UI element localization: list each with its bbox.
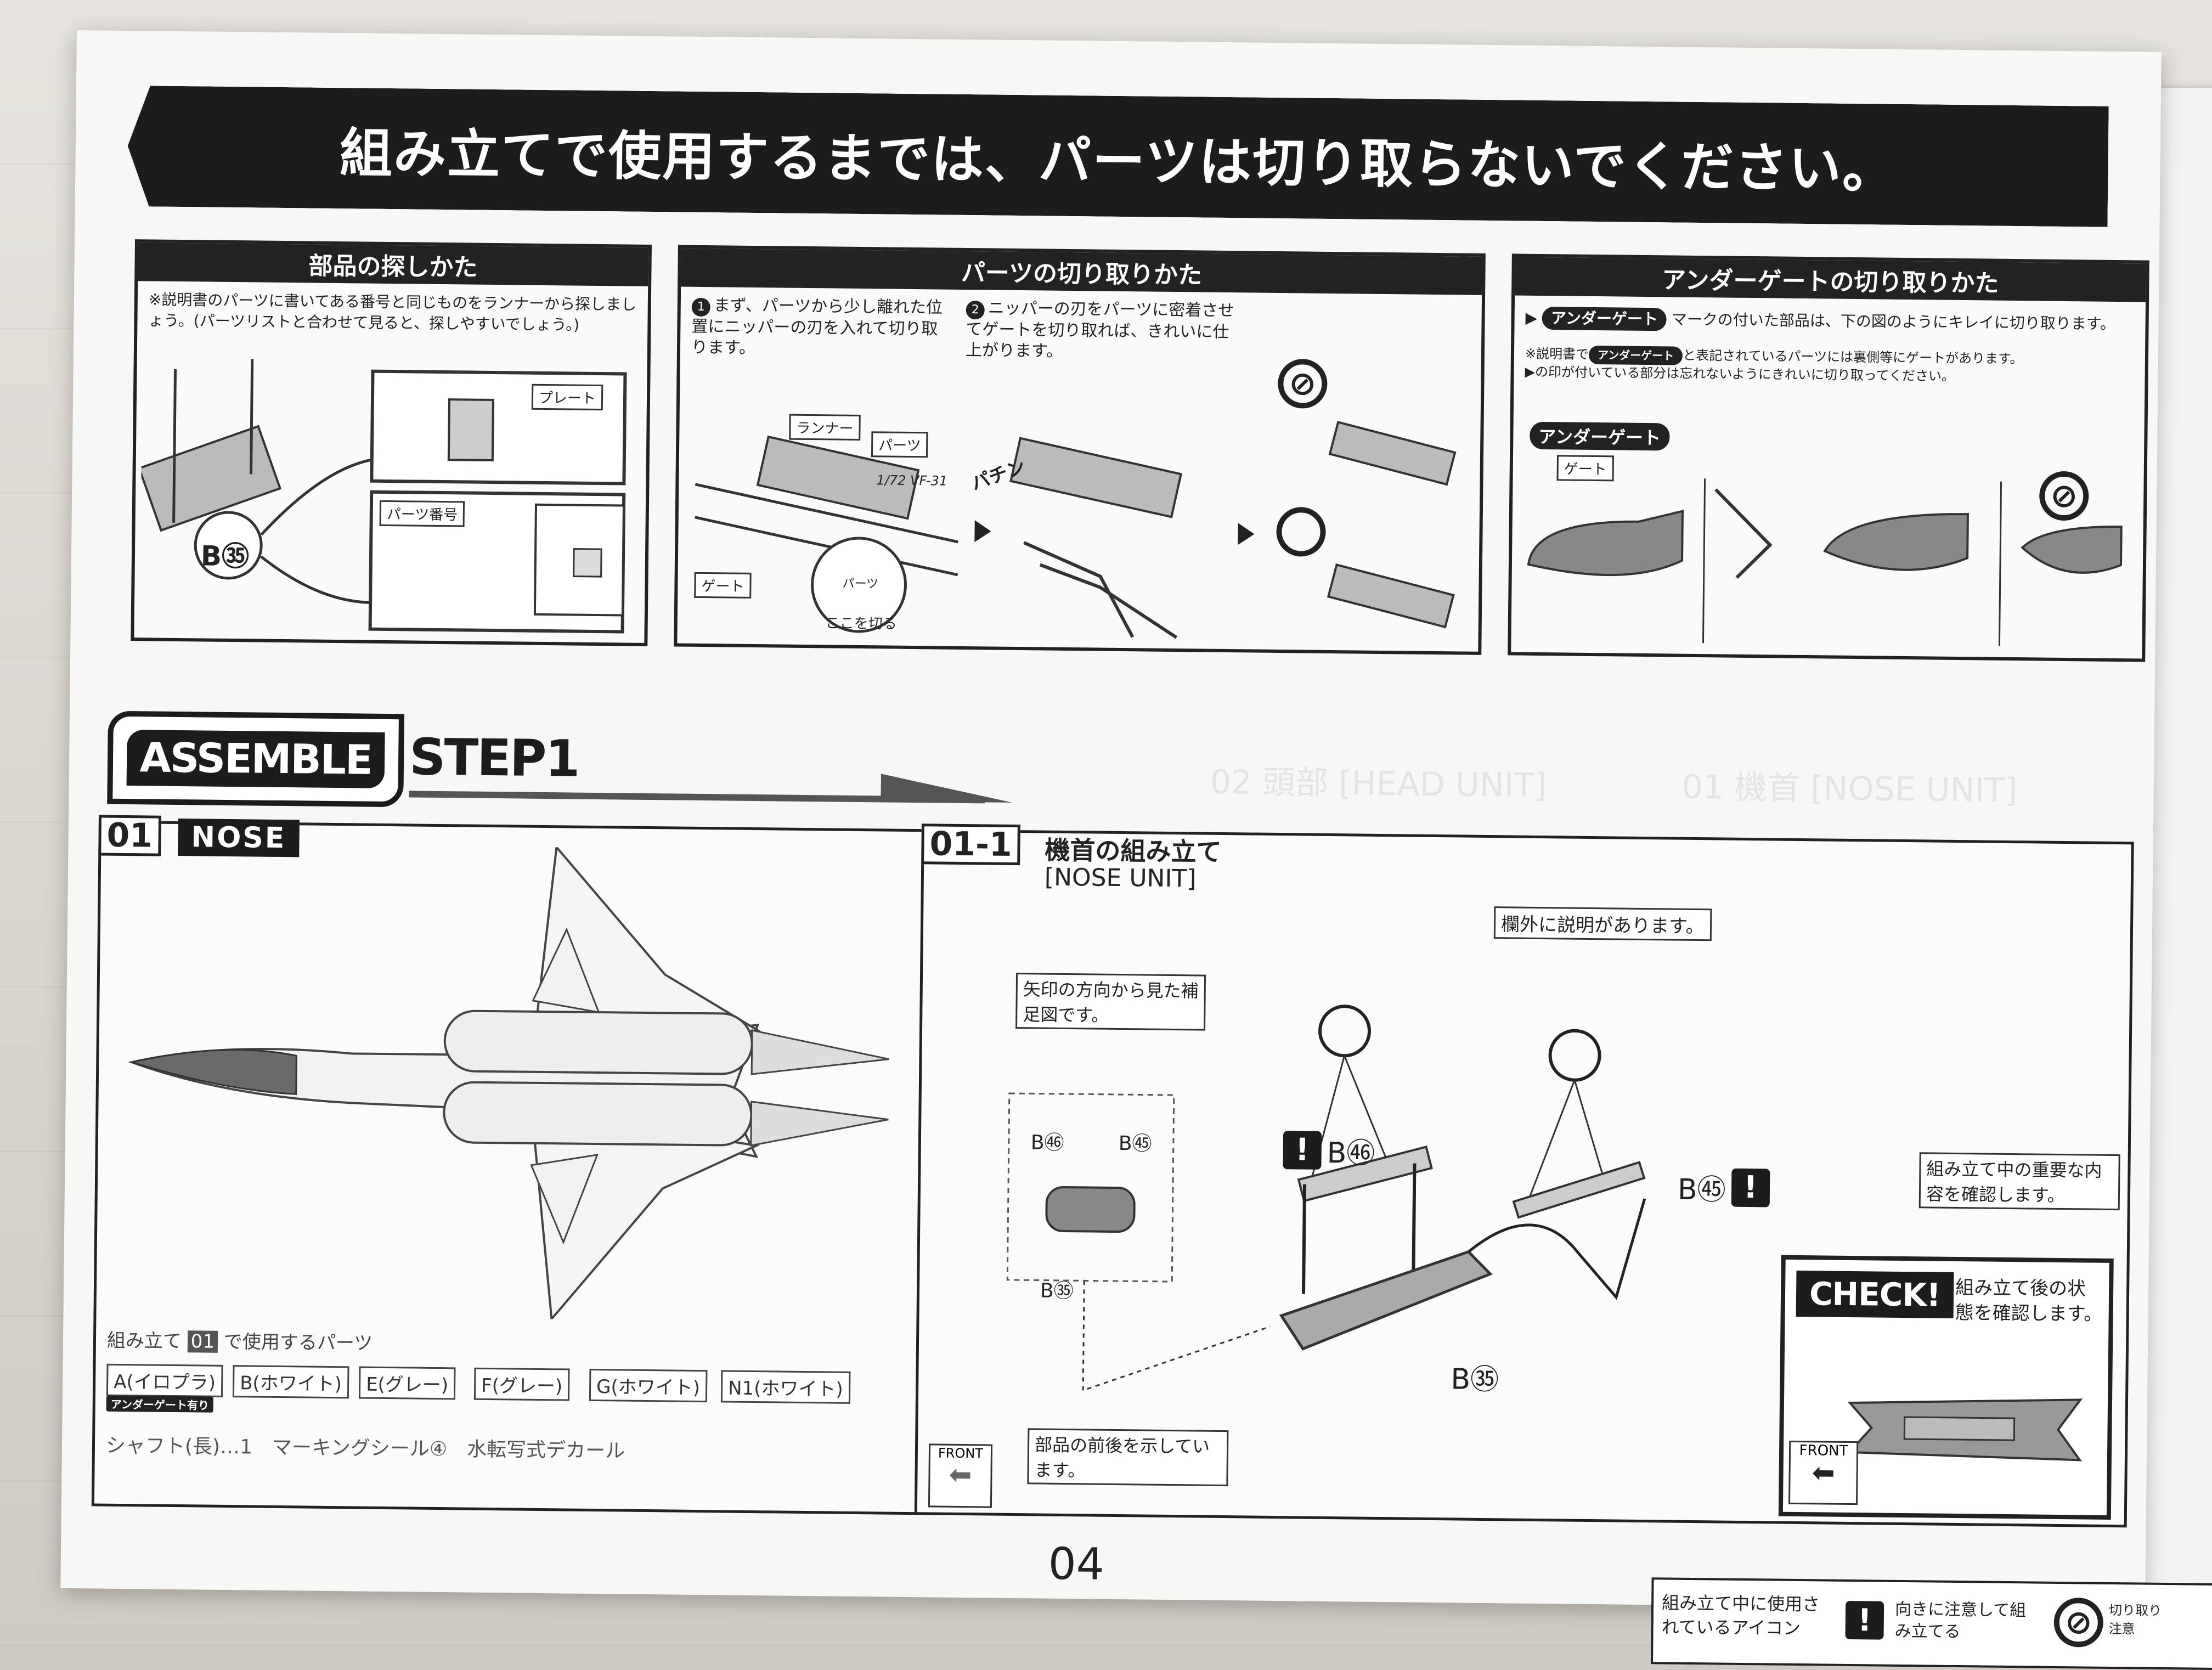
runner-f: F(グレー) bbox=[473, 1367, 570, 1401]
undergate-title: アンダーゲートの切り取りかた bbox=[1515, 257, 2146, 302]
step2-number: 2 bbox=[966, 301, 985, 320]
undergate-line1: ▶ アンダーゲート マークの付いた部品は、下の図のようにキレイに切り取ります。 bbox=[1525, 307, 2140, 336]
undergate-illustration bbox=[1527, 478, 2123, 646]
undergate-note-post: と表記されているパーツには裏側等にゲートがあります。 bbox=[1683, 347, 2023, 367]
icon-legend: 組み立て中に使用されているアイコン ! 向きに注意して組み立てる ⊘ 切り取り注… bbox=[1650, 1577, 2212, 1670]
front-arrow-icon: ⬅ bbox=[949, 1458, 972, 1491]
check-front-indicator: FRONT ⬅ bbox=[1788, 1440, 1859, 1505]
caution-icon: ! bbox=[1731, 1168, 1770, 1207]
undergate-prohibited-icon: ⊘ bbox=[2039, 471, 2089, 521]
label-b46-small: B㊻ bbox=[1030, 1131, 1064, 1154]
cutting-title: パーツの切り取りかた bbox=[681, 248, 1482, 295]
page-number: 04 bbox=[1048, 1538, 1105, 1590]
section011-subtitle: [NOSE UNIT] bbox=[1044, 863, 1197, 893]
b46-group: ! B㊻ bbox=[1283, 1129, 1375, 1171]
find-parts-panel: 部品の探しかた ※説明書のパーツに書いてある番号と同じものをランナーから探しまし… bbox=[131, 239, 652, 646]
parts-used-pre: 組み立て bbox=[106, 1329, 182, 1353]
cutting-step2-text: ニッパーの刃をパーツに密着させてゲートを切り取れば、きれいに仕上がります。 bbox=[965, 298, 1235, 361]
check-text: 組み立て後の状態を確認します。 bbox=[1955, 1276, 2103, 1325]
legend-bang-text: 向きに注意して組み立てる bbox=[1894, 1599, 2027, 1642]
label-b35: B㉟ bbox=[1451, 1363, 1499, 1397]
parts-used-post: で使用するパーツ bbox=[223, 1330, 373, 1355]
faded-unit02: 02 頭部 [HEAD UNIT] bbox=[1210, 763, 1547, 805]
cut-caution-icon: ⊘ bbox=[2053, 1597, 2104, 1648]
runner-e: E(グレー) bbox=[358, 1366, 456, 1400]
parts-used-header: 組み立て 01 で使用するパーツ bbox=[107, 1325, 373, 1355]
label-plate: プレート bbox=[531, 383, 603, 411]
label-parts: パーツ bbox=[871, 431, 928, 458]
undergate-panel: アンダーゲートの切り取りかた ▶ アンダーゲート マークの付いた部品は、下の図の… bbox=[1508, 253, 2149, 662]
find-parts-title: 部品の探しかた bbox=[138, 242, 648, 286]
nose-assembly-illustration bbox=[1006, 1005, 1646, 1392]
step-arrow-icon bbox=[881, 774, 1013, 803]
section011-title: 機首の組み立て bbox=[1045, 835, 1222, 867]
undergate-note: ※説明書でアンダーゲートと表記されているパーツには裏側等にゲートがあります。▶の… bbox=[1525, 345, 2140, 387]
runner-n1: N1(ホワイト) bbox=[720, 1370, 851, 1404]
front-indicator: FRONT ⬅ bbox=[928, 1443, 993, 1508]
undergate-note-line2: ▶の印が付いている部分は忘れないようにきれいに切り取ってください。 bbox=[1525, 364, 1955, 384]
cutting-illustration bbox=[695, 420, 1457, 639]
label-b46: B㊻ bbox=[1327, 1136, 1375, 1170]
label-gate: ゲート bbox=[694, 572, 752, 599]
under-gate-note: アンダーゲート有り bbox=[106, 1395, 214, 1413]
parts-used-num: 01 bbox=[187, 1330, 218, 1353]
banner-text: 組み立てで使用するまでは、パーツは切り取らないでください。 bbox=[339, 122, 1897, 200]
note-outside: 欄外に説明があります。 bbox=[1493, 906, 1712, 941]
find-parts-text: ※説明書のパーツに書いてある番号と同じものをランナーから探しましょう。(パーツリ… bbox=[148, 290, 637, 334]
label-part-number: パーツ番号 bbox=[379, 500, 465, 527]
assemble-badge: ASSEMBLE bbox=[107, 710, 404, 808]
section011-number: 01-1 bbox=[921, 823, 1021, 866]
runner-mark: 1/72 VF-31 bbox=[876, 472, 948, 489]
check-illustration bbox=[1847, 1398, 2083, 1462]
undergate-note-pre: ※説明書で bbox=[1525, 346, 1589, 362]
extra-parts: シャフト(長)…1 マーキングシール④ 水転写式デカール bbox=[105, 1434, 625, 1463]
b45-group: B㊺ ! bbox=[1678, 1166, 1770, 1209]
warning-banner: 組み立てで使用するまでは、パーツは切り取らないでください。 bbox=[127, 86, 2109, 227]
faded-unit01: 01 機首 [NOSE UNIT] bbox=[1681, 768, 2018, 810]
runner-a: A(イロプラ) bbox=[106, 1363, 223, 1397]
runner-g: G(ホワイト) bbox=[589, 1368, 708, 1403]
caution-icon: ! bbox=[1283, 1130, 1322, 1170]
caution-icon: ! bbox=[1845, 1600, 1884, 1640]
callout-b35: B㉟ bbox=[200, 540, 250, 573]
label-b35-small: B㉟ bbox=[1040, 1279, 1074, 1303]
step1-number: 1 bbox=[691, 297, 710, 317]
step-title: STEP1 bbox=[409, 727, 579, 788]
label-undergate: アンダーゲート bbox=[1530, 421, 1670, 451]
note-front: 部品の前後を示しています。 bbox=[1027, 1428, 1229, 1487]
ok-circle-icon bbox=[1276, 506, 1327, 557]
prohibited-icon: ⊘ bbox=[1277, 358, 1328, 409]
check-badge: CHECK! bbox=[1796, 1270, 1954, 1318]
undergate-line1-text: マークの付いた部品は、下の図のようにキレイに切り取ります。 bbox=[1671, 310, 2116, 333]
label-b45: B㊺ bbox=[1677, 1173, 1726, 1207]
aircraft-illustration bbox=[128, 844, 889, 1322]
undergate-note-pill: アンダーゲート bbox=[1588, 345, 1683, 365]
runner-b: B(ホワイト) bbox=[232, 1365, 349, 1399]
assemble-text: ASSEMBLE bbox=[126, 730, 386, 788]
check-front-arrow-icon: ⬅ bbox=[1812, 1457, 1835, 1489]
check-box: CHECK! 組み立て後の状態を確認します。 FRONT ⬅ bbox=[1778, 1255, 2114, 1520]
legend-cut-text: 切り取り注意 bbox=[2108, 1602, 2162, 1637]
instruction-page: 組み立てで使用するまでは、パーツは切り取らないでください。 部品の探しかた ※説… bbox=[60, 30, 2212, 1670]
cutting-step1-text: まず、パーツから少し離れた位置にニッパーの刃を入れて切り取ります。 bbox=[691, 296, 943, 358]
legend-title: 組み立て中に使用されているアイコン bbox=[1661, 1592, 1820, 1639]
undergate-pill: アンダーゲート bbox=[1542, 307, 1667, 331]
label-runner: ランナー bbox=[789, 414, 861, 441]
label-b45-small: B㊺ bbox=[1118, 1132, 1152, 1155]
note-important: 組み立て中の重要な内容を確認します。 bbox=[1918, 1152, 2120, 1211]
zoom-parts-label: パーツ bbox=[842, 577, 879, 591]
label-cut-here: ここを切る bbox=[825, 615, 897, 633]
